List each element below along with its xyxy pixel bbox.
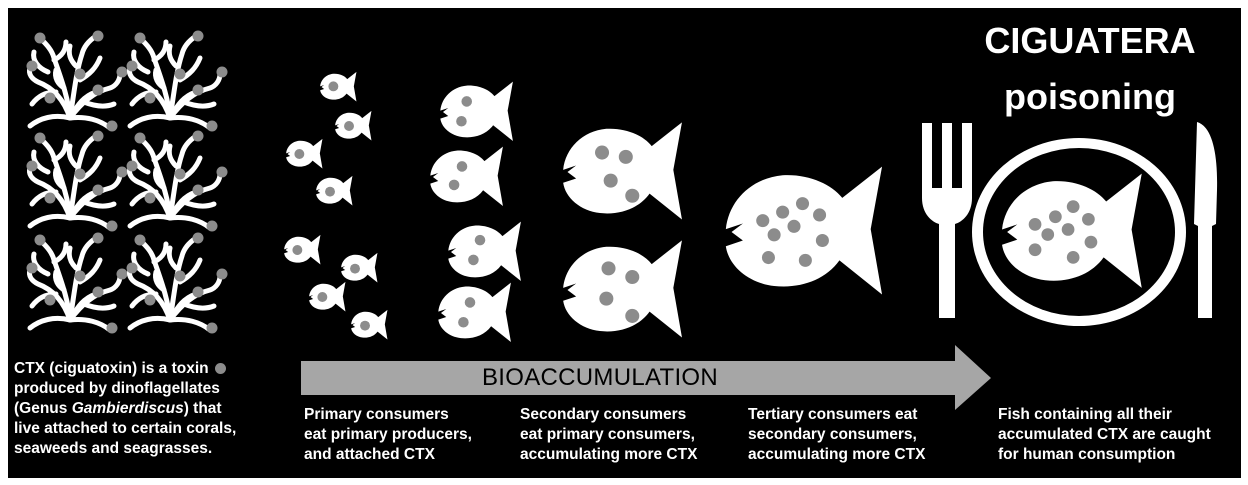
secondary-fish-group <box>563 122 682 337</box>
small-fish-group <box>284 72 387 340</box>
caption-line: Primary consumers <box>304 405 472 425</box>
caption-human: Fish containing all their accumulated CT… <box>998 405 1211 465</box>
caption-secondary: Secondary consumers eat primary consumer… <box>520 405 697 465</box>
small-fish-icon <box>316 176 352 206</box>
large-fish-icon <box>726 167 882 295</box>
caption-line: accumulated CTX are caught <box>998 425 1211 445</box>
caption-line: Fish containing all their <box>998 405 1211 425</box>
toxin-dot-icon <box>215 363 226 374</box>
caption-line: eat primary consumers, <box>520 425 697 445</box>
seaweed-icon <box>127 131 228 232</box>
medium-fish-icon <box>430 147 503 206</box>
caption-line: eat primary producers, <box>304 425 472 445</box>
small-fish-icon <box>351 310 387 340</box>
medium-fish-group <box>430 82 521 342</box>
caption-line: Secondary consumers <box>520 405 697 425</box>
tertiary-fish-group <box>726 167 882 295</box>
caption-line: Tertiary consumers eat <box>748 405 925 425</box>
caption-primary: Primary consumers eat primary producers,… <box>304 405 472 465</box>
small-fish-icon <box>286 139 322 169</box>
knife-icon <box>1194 122 1217 318</box>
medium-fish-icon <box>563 122 682 219</box>
seaweed-icon <box>127 31 228 132</box>
caption-line: produced by dinoflagellates <box>14 379 236 399</box>
small-fish-icon <box>284 235 320 265</box>
medium-fish-icon <box>438 283 511 342</box>
caption-line: live attached to certain corals, <box>14 419 236 439</box>
page-title: CIGUATERA <box>955 20 1225 62</box>
seaweed-icon <box>127 233 228 334</box>
small-fish-icon <box>320 72 356 102</box>
medium-fish-icon <box>563 240 682 337</box>
seaweed-icon <box>27 233 128 334</box>
page-subtitle: poisoning <box>975 76 1205 118</box>
caption-line: for human consumption <box>998 445 1211 465</box>
small-fish-icon <box>335 111 371 141</box>
caption-line: accumulating more CTX <box>520 445 697 465</box>
medium-fish-icon <box>440 82 513 141</box>
caption-producers: CTX (ciguatoxin) is a toxin produced by … <box>14 359 236 459</box>
title-line-2: poisoning <box>975 76 1205 118</box>
caption-line: accumulating more CTX <box>748 445 925 465</box>
small-fish-icon <box>309 282 345 312</box>
small-fish-icon <box>341 253 377 283</box>
plate-icon <box>972 138 1186 326</box>
seaweed-icon <box>27 31 128 132</box>
fork-icon <box>922 123 972 318</box>
caption-tertiary: Tertiary consumers eat secondary consume… <box>748 405 925 465</box>
caption-line: CTX (ciguatoxin) is a toxin <box>14 359 236 379</box>
caption-line: (Genus Gambierdiscus) that <box>14 399 236 419</box>
seaweed-icon <box>27 131 128 232</box>
title-line-1: CIGUATERA <box>955 20 1225 62</box>
medium-fish-icon <box>448 222 521 281</box>
caption-line: and attached CTX <box>304 445 472 465</box>
bioaccumulation-label: BIOACCUMULATION <box>300 364 900 392</box>
seaweed-group <box>27 31 228 334</box>
caption-line: seaweeds and seagrasses. <box>14 439 236 459</box>
caption-line: secondary consumers, <box>748 425 925 445</box>
